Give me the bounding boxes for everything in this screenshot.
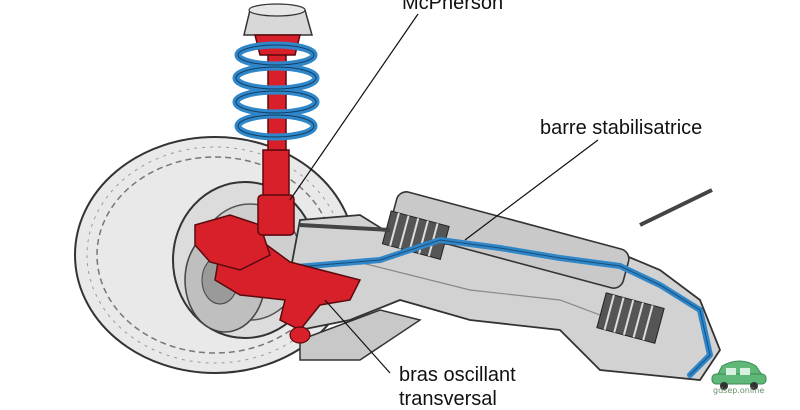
car-logo-icon	[711, 360, 767, 390]
stabilizer-bar	[282, 237, 713, 378]
label-control-arm-line2: transversal	[399, 388, 497, 410]
label-mcpherson: McPherson	[402, 0, 504, 14]
suspension-illustration	[74, 3, 767, 390]
coil-spring-outline	[235, 44, 317, 138]
steering-knuckle	[194, 214, 271, 271]
leader-line-bras	[324, 299, 391, 374]
label-stabilizer-bar: barre stabilisatrice	[540, 117, 703, 139]
watermark-text: gdsep.online	[713, 386, 765, 395]
leader-line-mcpherson	[289, 13, 419, 201]
label-control-arm-line1: bras oscillant	[399, 364, 516, 386]
leader-line-barre	[464, 139, 599, 241]
